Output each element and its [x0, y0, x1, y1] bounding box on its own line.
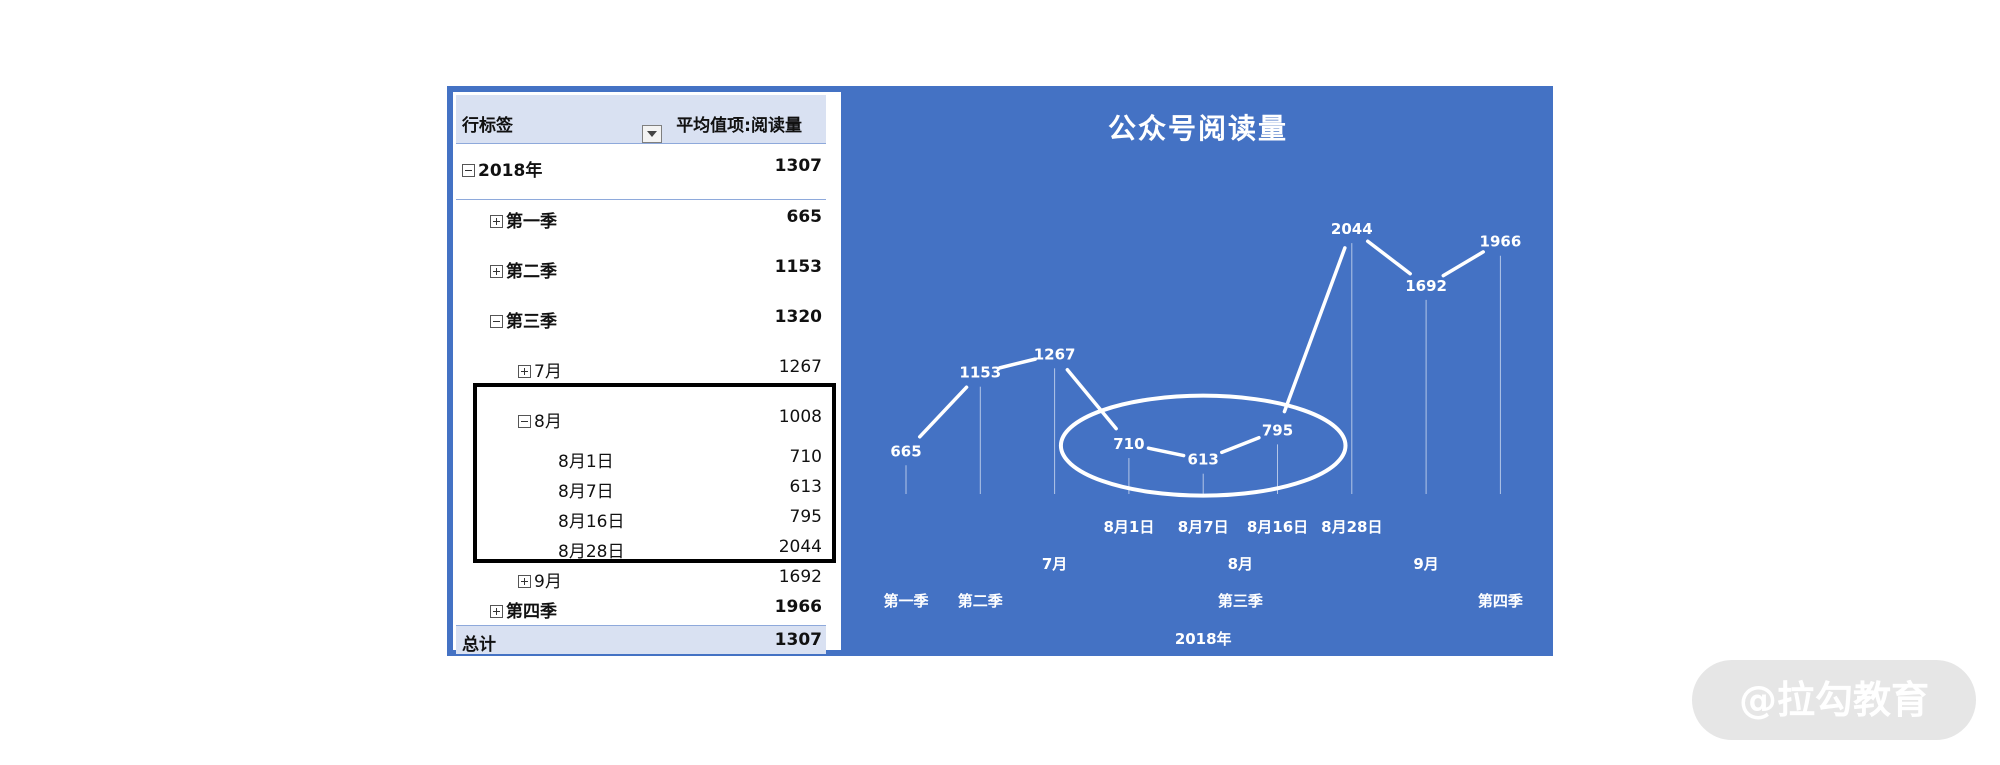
line-chart: 公众号阅读量 665 1153 1267 710 613 795 2044 1692 1966 8…: [846, 89, 1550, 653]
series-line-segment: [1365, 239, 1412, 276]
pivot-row-sep: 9月 1692: [456, 562, 826, 592]
row-label: 8月1日: [558, 452, 614, 472]
data-label: 665: [890, 442, 921, 460]
row-value: 665: [786, 207, 823, 227]
pivot-row-aug16: 8月16日 795: [456, 502, 826, 532]
row-value: 710: [789, 447, 822, 467]
row-value: 795: [789, 507, 822, 527]
collapse-icon[interactable]: [462, 164, 475, 177]
row-label: 第四季: [490, 597, 557, 622]
axis-label-quarter: 第一季: [883, 592, 928, 610]
watermark: @拉勾教育: [1692, 660, 1976, 740]
row-label: 第三季: [490, 307, 557, 332]
pivot-row-2018: 2018年 1307: [456, 151, 826, 181]
collapse-icon[interactable]: [518, 415, 531, 428]
series-line-segment: [1220, 435, 1261, 455]
pivot-row-aug7: 8月7日 613: [456, 472, 826, 502]
axis-label-month: 7月: [1042, 555, 1067, 573]
row-value: 1320: [774, 307, 822, 327]
axis-label-month: 8月: [1228, 555, 1253, 573]
row-value: 1307: [774, 156, 822, 176]
row-value: 1008: [778, 407, 822, 427]
data-label: 1692: [1405, 277, 1447, 295]
collapse-icon[interactable]: [490, 315, 503, 328]
row-label: 8月28日: [558, 542, 625, 562]
axis-label-day: 8月7日: [1178, 518, 1229, 536]
series-line-segment: [1065, 367, 1118, 431]
pivot-row-aug28: 8月28日 2044: [456, 532, 826, 562]
divider: [456, 199, 826, 200]
expand-icon[interactable]: [518, 575, 531, 588]
row-label: 2018年: [462, 156, 542, 181]
highlight-ellipse: [1058, 393, 1348, 498]
series-line-segment: [1146, 446, 1186, 458]
axis-label-year: 2018年: [1175, 630, 1232, 648]
axis-label-quarter: 第二季: [958, 592, 1003, 610]
row-value: 1267: [778, 357, 822, 377]
row-value: 1692: [778, 567, 822, 587]
chart-plot: 665 1153 1267 710 613 795 2044 1692 1966 8月1日 8月7日…: [883, 220, 1523, 648]
expand-icon[interactable]: [518, 365, 531, 378]
pivot-row-q2: 第二季 1153: [456, 252, 826, 282]
series-line-segment: [997, 357, 1037, 370]
pivot-row-aug1: 8月1日 710: [456, 442, 826, 472]
pivot-row-q1: 第一季 665: [456, 202, 826, 232]
data-label: 1267: [1034, 345, 1076, 363]
data-label: 613: [1188, 451, 1219, 469]
row-value: 2044: [778, 537, 822, 557]
row-label: 7月: [518, 357, 562, 382]
total-label: 总计: [462, 635, 496, 655]
row-label: 8月16日: [558, 512, 625, 532]
pivot-row-q3: 第三季 1320: [456, 302, 826, 332]
value-field-header: 平均值项:阅读量: [676, 116, 802, 136]
series-line-segment: [1441, 250, 1485, 278]
data-label: 795: [1262, 421, 1293, 439]
axis-label-day: 8月16日: [1247, 518, 1308, 536]
axis-label-month: 9月: [1413, 555, 1438, 573]
row-value: 1966: [774, 597, 822, 617]
data-label: 710: [1113, 435, 1144, 453]
row-label: 第一季: [490, 207, 557, 232]
series-line-segment: [917, 385, 969, 439]
grand-total-row: 总计 1307: [456, 625, 826, 655]
pivot-table: 行标签 平均值项:阅读量 2018年 1307 第一季 665 第二季 1153…: [453, 92, 841, 655]
data-label: 2044: [1331, 220, 1373, 238]
axis-label-day: 8月28日: [1321, 518, 1382, 536]
row-value: 1153: [774, 257, 822, 277]
expand-icon[interactable]: [490, 265, 503, 278]
row-value: 613: [789, 477, 822, 497]
filter-dropdown-button[interactable]: [642, 125, 662, 143]
axis-label-day: 8月1日: [1103, 518, 1154, 536]
report-frame: 行标签 平均值项:阅读量 2018年 1307 第一季 665 第二季 1153…: [447, 86, 1553, 656]
axis-label-quarter: 第三季: [1218, 592, 1263, 610]
pivot-row-q4: 第四季 1966: [456, 592, 826, 622]
row-label: 9月: [518, 567, 562, 592]
row-label: 8月7日: [558, 482, 614, 502]
expand-icon[interactable]: [490, 605, 503, 618]
data-label: 1153: [959, 364, 1001, 382]
total-value: 1307: [774, 630, 822, 650]
row-label: 第二季: [490, 257, 557, 282]
pivot-header: 行标签 平均值项:阅读量: [456, 95, 826, 144]
series-line-segment: [1282, 246, 1347, 414]
row-label-header: 行标签: [462, 116, 513, 136]
data-label: 1966: [1480, 233, 1522, 251]
pivot-row-aug: 8月 1008: [456, 402, 826, 432]
row-label: 8月: [518, 407, 562, 432]
expand-icon[interactable]: [490, 215, 503, 228]
pivot-row-jul: 7月 1267: [456, 352, 826, 382]
axis-label-quarter: 第四季: [1478, 592, 1523, 610]
chart-title: 公众号阅读量: [1107, 112, 1288, 145]
